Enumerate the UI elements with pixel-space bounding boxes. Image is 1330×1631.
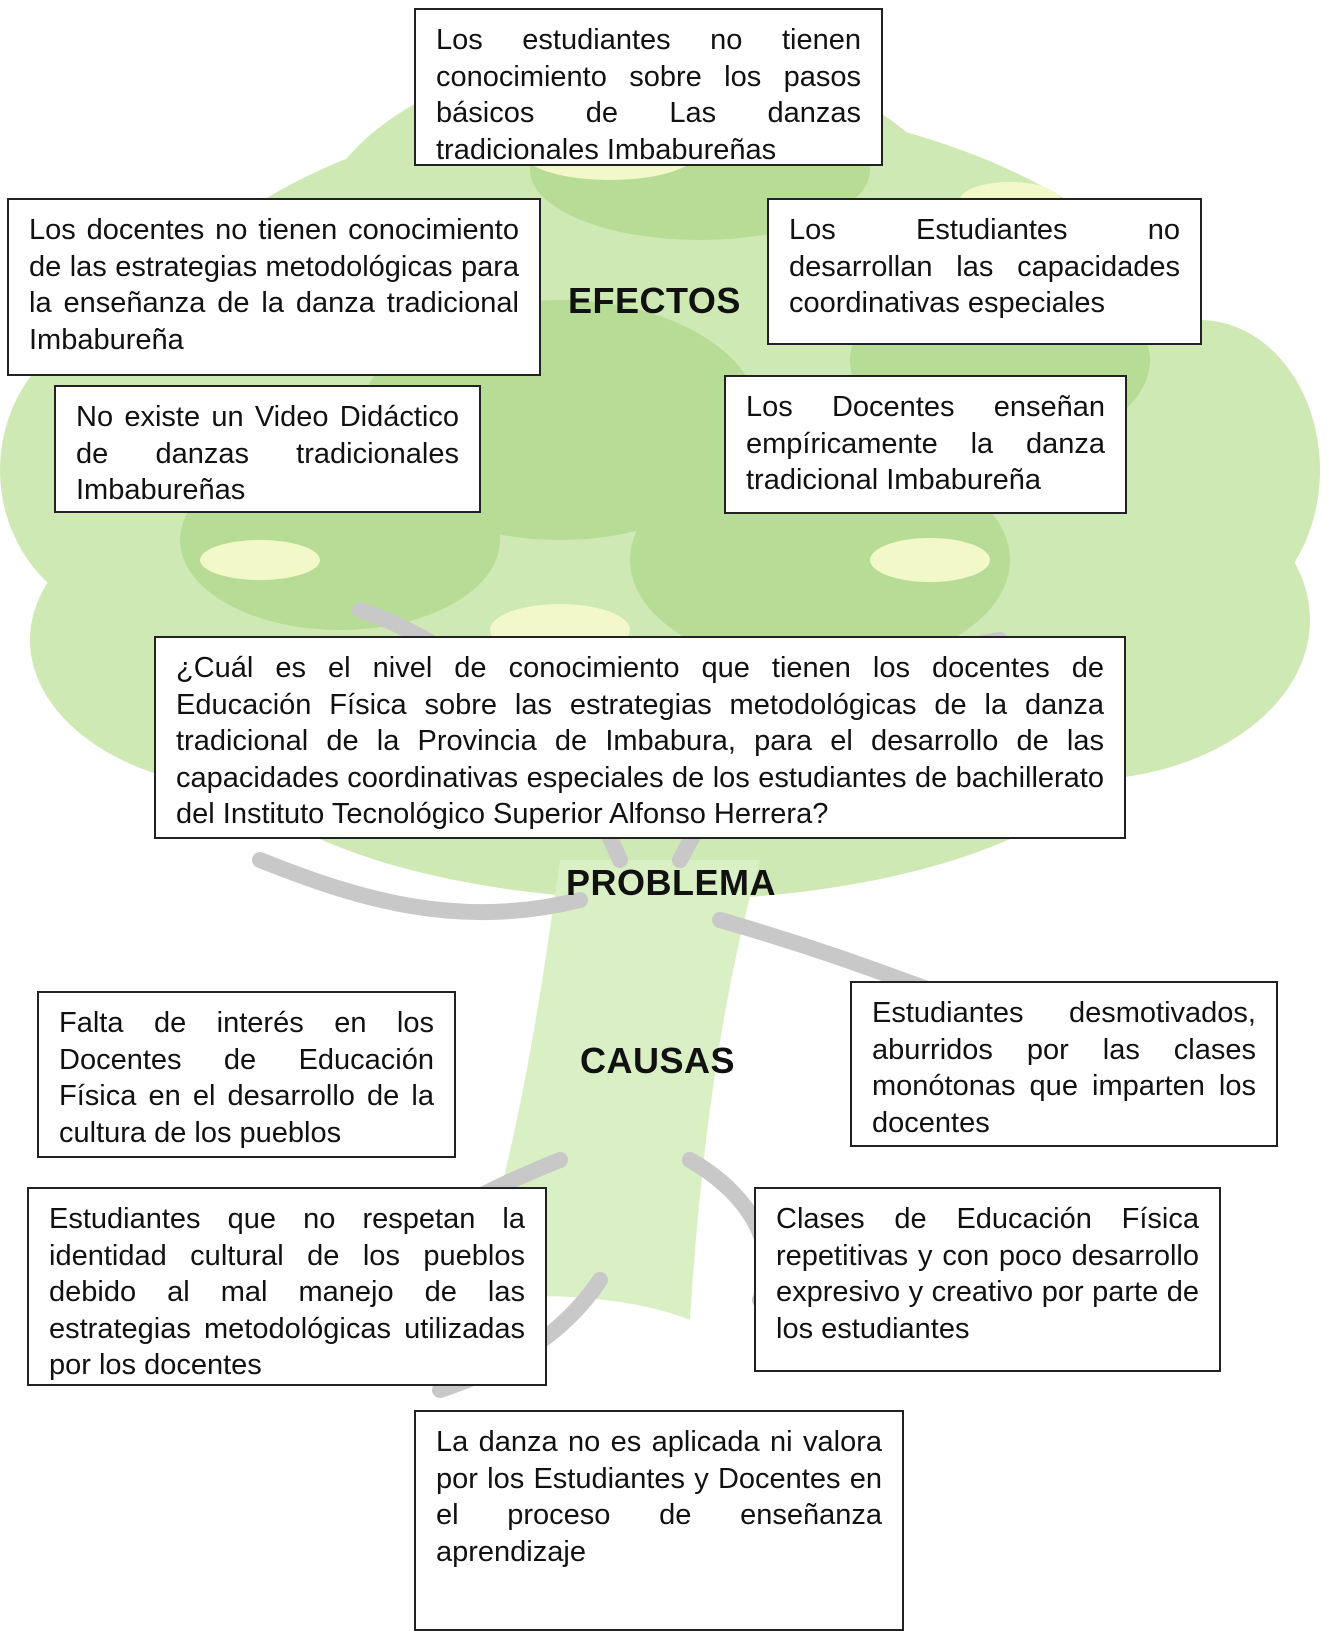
causes-heading: CAUSAS	[580, 1040, 736, 1081]
cause-box-1: Falta de interés en los Docentes de Educ…	[37, 991, 456, 1158]
cause-box-4: Clases de Educación Física repetitivas y…	[754, 1187, 1221, 1372]
cause-box-5: La danza no es aplicada ni valora por lo…	[414, 1410, 904, 1631]
effect-box-5: Los Docentes enseñan empíricamente la da…	[724, 375, 1127, 514]
cause-box-3: Estudiantes que no respetan la identidad…	[27, 1187, 547, 1386]
problem-box: ¿Cuál es el nivel de conocimiento que ti…	[154, 636, 1126, 839]
cause-box-2: Estudiantes desmotivados, aburridos por …	[850, 981, 1278, 1147]
problem-heading: PROBLEMA	[566, 862, 776, 903]
effect-box-4: No existe un Video Didáctico de danzas t…	[54, 385, 481, 513]
effects-heading: EFECTOS	[568, 280, 741, 321]
effect-box-1: Los estudiantes no tienen conocimiento s…	[414, 8, 883, 166]
effect-box-3: Los Estudiantes no desarrollan las capac…	[767, 198, 1202, 345]
effect-box-2: Los docentes no tienen conocimiento de l…	[7, 198, 541, 376]
